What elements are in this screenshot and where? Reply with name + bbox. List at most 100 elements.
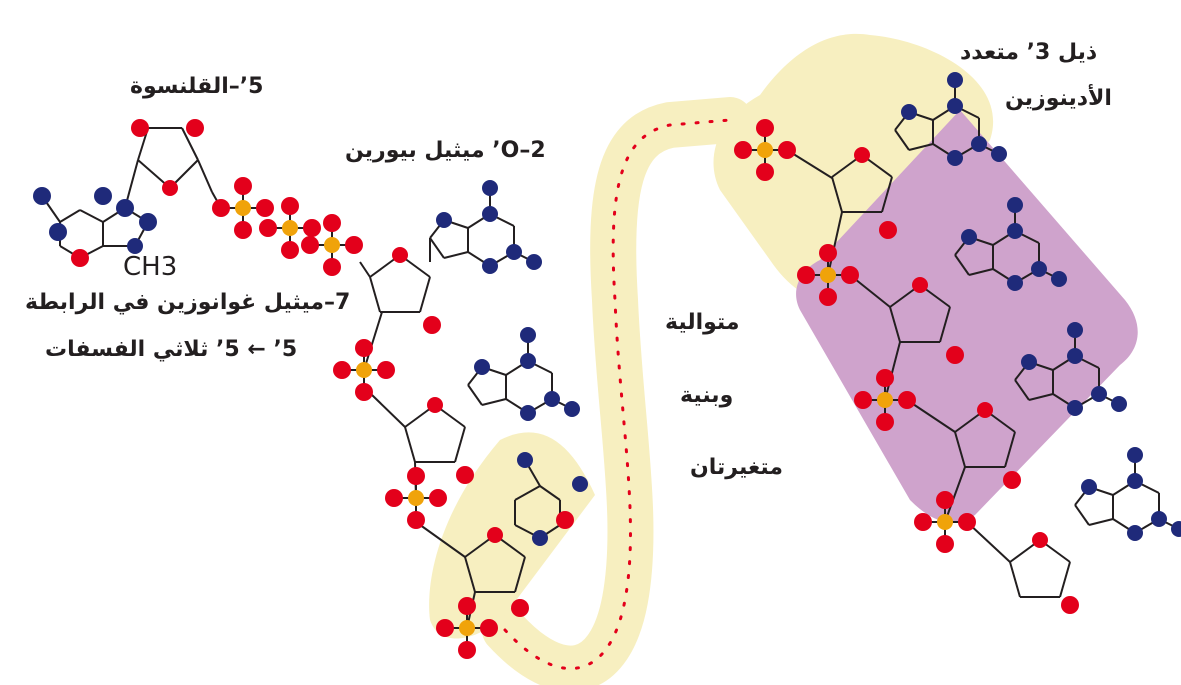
oxygen-atom (355, 339, 373, 357)
nitrogen-atom (1007, 275, 1023, 291)
bond (954, 254, 970, 276)
bond (1088, 518, 1114, 526)
nitrogen-atom (517, 452, 533, 468)
oxygen-atom (186, 119, 204, 137)
phosphorus-atom (937, 514, 953, 530)
nitrogen-atom (1127, 447, 1143, 463)
bond (954, 431, 966, 468)
variable-region-dotted-line (503, 118, 732, 670)
bond (359, 261, 371, 278)
bond (889, 306, 901, 343)
oxygen-atom (345, 236, 363, 254)
oxygen-atom (423, 316, 441, 334)
nitrogen-atom (961, 229, 977, 245)
oxygen-atom (458, 597, 476, 615)
phosphorus-atom (235, 200, 251, 216)
bond (1004, 431, 1016, 468)
oxygen-atom (914, 513, 932, 531)
nitrogen-atom (1081, 479, 1097, 495)
phosphorus-atom (324, 237, 340, 253)
nitrogen-atom (1091, 386, 1107, 402)
oxygen-atom (131, 119, 149, 137)
oxygen-atom (458, 641, 476, 659)
nitrogen-atom (436, 212, 452, 228)
bond (1028, 393, 1054, 401)
nitrogen-atom (520, 353, 536, 369)
oxygen-atom (281, 197, 299, 215)
oxygen-atom (936, 535, 954, 553)
oxygen-atom (958, 513, 976, 531)
oxygen-atom (854, 391, 872, 409)
oxygen-atom (259, 219, 277, 237)
nitrogen-atom (1067, 322, 1083, 338)
nitrogen-atom (1151, 511, 1167, 527)
oxygen-atom (946, 346, 964, 364)
middle-label-line3: متغيرتان (690, 455, 783, 480)
bond (363, 311, 383, 371)
bond (429, 237, 445, 259)
nitrogen-atom (520, 327, 536, 343)
oxygen-atom (854, 147, 870, 163)
bond (369, 276, 381, 313)
nitrogen-atom (1031, 261, 1047, 277)
oxygen-atom (71, 249, 89, 267)
bond (966, 521, 1011, 563)
nitrogen-atom (1067, 348, 1083, 364)
phosphorus-atom (282, 220, 298, 236)
nitrogen-atom (520, 405, 536, 421)
oxygen-atom (841, 266, 859, 284)
bond (419, 276, 431, 313)
bond (968, 268, 994, 276)
poly-a-tail-highlight (713, 33, 994, 303)
nitrogen-atom (482, 180, 498, 196)
oxygen-atom (778, 141, 796, 159)
bond (894, 129, 910, 151)
nitrogen-atom (947, 150, 963, 166)
oxygen-atom (456, 466, 474, 484)
cap-label: 5’–القلنسوة (130, 74, 264, 99)
nitrogen-atom (544, 391, 560, 407)
middle-label-line1: متوالية (665, 310, 740, 335)
nitrogen-atom (1021, 354, 1037, 370)
bond (404, 426, 416, 463)
bond (944, 466, 966, 523)
nitrogen-atom (1111, 396, 1127, 412)
oxygen-atom (480, 619, 498, 637)
ribose-methyl-label: O–2’ ميثيل بيورين (345, 138, 546, 163)
oxygen-atom (256, 199, 274, 217)
nitrogen-atom (1127, 525, 1143, 541)
ch3-text: CH3 (123, 252, 178, 282)
nitrogen-atom (1007, 223, 1023, 239)
bond (415, 521, 466, 558)
nitrogen-atom (482, 206, 498, 222)
bond (539, 485, 561, 501)
tail-label-line1: ذيل 3’ متعدد (960, 40, 1098, 65)
triphosphate-label: 5’ ← 5’ ثلاثي الفسفات (45, 337, 298, 362)
tail-label-line2: الأدينوزين (1005, 86, 1112, 111)
phosphorus-atom (877, 392, 893, 408)
nitrogen-atom (139, 213, 157, 231)
oxygen-atom (819, 288, 837, 306)
bond (467, 384, 483, 406)
nitrogen-atom (947, 98, 963, 114)
oxygen-atom (1061, 596, 1079, 614)
middle-label-line2: وبنية (680, 383, 734, 408)
nitrogen-atom (474, 359, 490, 375)
bond (881, 176, 893, 213)
phosphorus-atom (459, 620, 475, 636)
nitrogen-atom (94, 187, 112, 205)
oxygen-atom (355, 383, 373, 401)
bond (197, 159, 213, 193)
nitrogen-atom (33, 187, 51, 205)
nitrogen-atom (991, 146, 1007, 162)
bond (443, 251, 469, 259)
bond (908, 143, 934, 151)
ch3-label: CH3 (123, 252, 177, 283)
nitrogen-atom (1127, 473, 1143, 489)
bond (906, 399, 956, 433)
oxygen-atom (1032, 532, 1048, 548)
nitrogen-atom (971, 136, 987, 152)
bond (827, 211, 843, 276)
bond (79, 209, 104, 223)
